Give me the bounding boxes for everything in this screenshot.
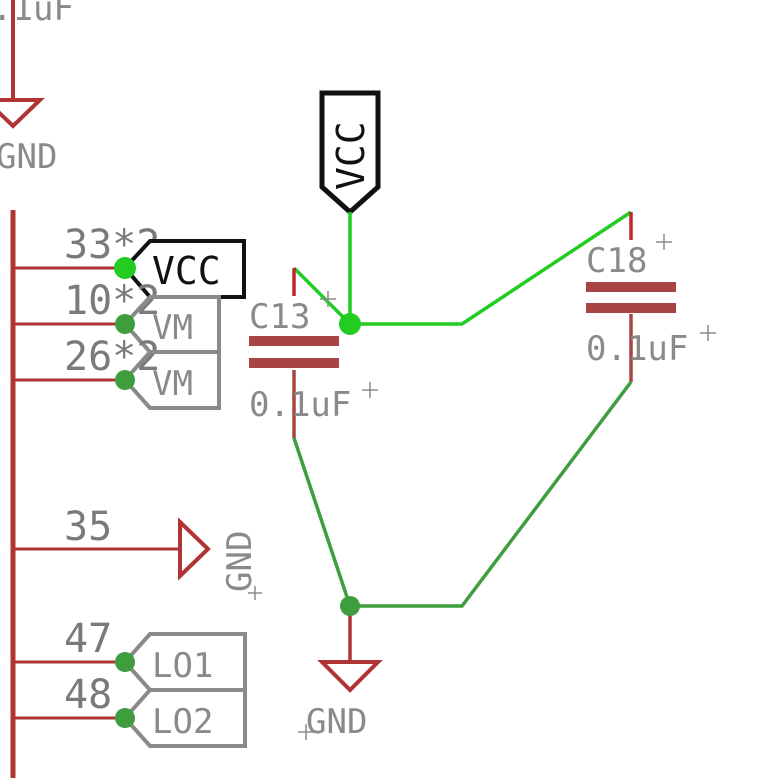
pin-48-number: 48 [64,672,112,718]
pin-33-vcc-label[interactable]: VCC [122,239,246,299]
top-left-gnd-group: .1uF GND [0,0,74,177]
top-left-gnd-symbol[interactable] [0,98,45,129]
pin-47-group: 47 [13,616,125,664]
pin-48-junction[interactable] [115,708,135,728]
vcc-label-shape [122,239,246,299]
top-left-gnd-label: GND [0,137,57,177]
pin-33-net-label: VCC [152,249,221,293]
pin-48-net-label: LO2 [152,702,213,742]
pin-26-junction[interactable] [115,370,135,390]
vcc-net-junction[interactable] [339,313,361,335]
pin-47-net-label: LO1 [152,646,213,686]
pin-35-number: 35 [64,504,112,550]
pin-10-junction[interactable] [115,314,135,334]
pin-35-group: 35 GND [13,504,262,600]
origin-cross [362,382,378,398]
capacitor-c18[interactable]: C18 0.1uF [586,212,716,382]
pin-10-vm-label[interactable]: VM [122,295,221,354]
c13-value: 0.1uF [249,385,351,425]
origin-cross [656,234,672,250]
gnd-supply-label: GND [306,702,367,742]
pin-10-group: 10*2 [13,278,160,326]
c18-value: 0.1uF [586,329,688,369]
c18-plate-top [586,282,676,292]
gnd-supply-symbol [317,660,383,693]
pin-26-net-label: VM [152,364,193,404]
vcc-net-wire[interactable] [292,210,632,326]
pin-35-gnd-label: GND [220,531,260,592]
pin-47-lo1-label[interactable]: LO1 [122,632,247,692]
vcc-supply-label: VCC [329,121,373,190]
pin-47-junction[interactable] [115,652,135,672]
c13-plate-bottom [249,358,339,368]
origin-cross [298,724,314,740]
pin-47-number: 47 [64,616,112,662]
pin-26-group: 26*2 [13,334,160,382]
lo1-label-shape [122,632,247,692]
vcc-supply-group[interactable]: VCC [319,90,381,216]
gnd-net-wire[interactable] [292,380,633,608]
origin-cross [320,291,336,307]
vm-label-shape [122,295,221,354]
vcc-supply-symbol [319,90,381,216]
pin-35-gnd-symbol[interactable] [178,517,211,581]
pin-26-vm-label[interactable]: VM [122,350,221,410]
c13-name: C13 [249,297,310,337]
pin-10-net-label: VM [152,308,193,348]
capacitor-c13[interactable]: C13 0.1uF [249,268,378,438]
gnd-net-junction[interactable] [340,596,360,616]
c18-name: C18 [586,241,647,281]
pin-33-junction[interactable] [114,257,136,279]
gnd-supply-group[interactable]: GND [298,606,383,742]
pin-48-lo2-label[interactable]: LO2 [122,688,247,748]
vm-label-shape [122,350,221,410]
origin-cross [700,325,716,341]
c18-plate-bottom [586,303,676,313]
c13-plate-top [249,336,339,346]
origin-cross [248,586,262,600]
lo2-label-shape [122,688,247,748]
pin-48-group: 48 [13,672,125,720]
